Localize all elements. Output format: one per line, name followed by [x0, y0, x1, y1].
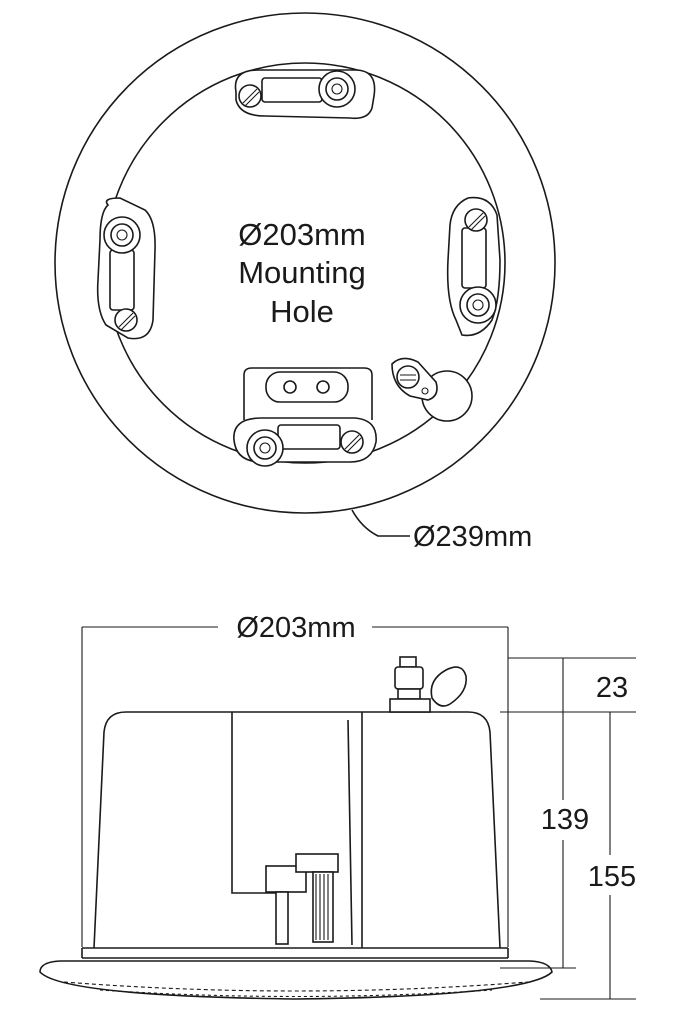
top-mounting-clamp — [234, 69, 376, 120]
left-mounting-clamp — [96, 197, 156, 340]
side-width-label: Ø203mm — [236, 612, 355, 644]
mounting-hole-word2: Hole — [270, 294, 334, 329]
outer-ring — [54, 12, 556, 514]
outer-diameter-leader — [351, 509, 410, 537]
dim-body-label: 139 — [541, 804, 589, 836]
right-mounting-clamp — [446, 196, 501, 337]
side-tap-selector — [389, 656, 467, 713]
bottom-mounting-clamp — [233, 367, 377, 467]
tap-selector-knob — [391, 357, 473, 422]
dim-total-label: 155 — [588, 861, 636, 893]
dim-top-label: 23 — [596, 672, 628, 704]
mounting-hole-word1: Mounting — [238, 255, 366, 290]
speaker-grille — [39, 960, 553, 1000]
speaker-can — [93, 711, 501, 949]
grille-perforation — [63, 981, 529, 998]
side-clamp — [265, 853, 339, 945]
outer-diameter-label: Ø239mm — [413, 521, 532, 553]
side-view: Ø203mm — [39, 612, 636, 1000]
mounting-hole-diameter: Ø203mm — [238, 217, 365, 252]
clamp-panel — [231, 712, 277, 894]
top-view: Ø203mm Mounting Hole Ø239mm — [54, 12, 556, 553]
